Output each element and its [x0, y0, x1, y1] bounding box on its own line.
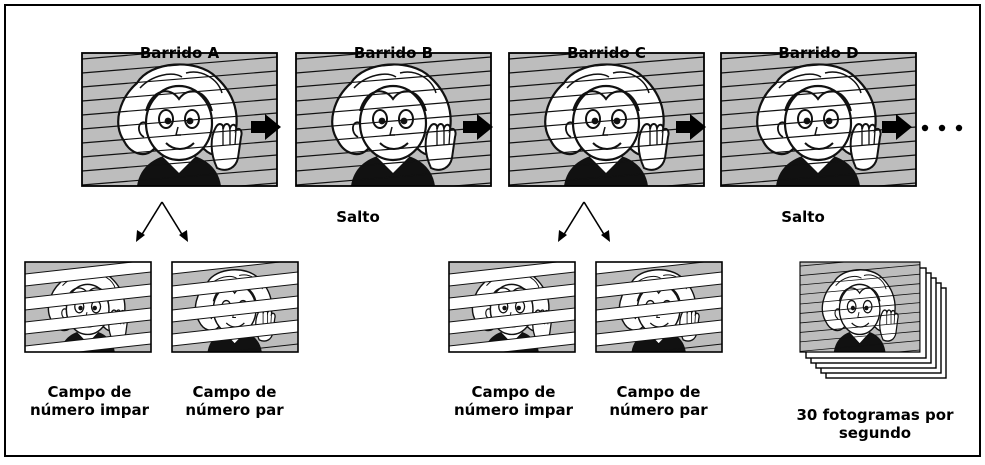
odd-field-a-picture — [25, 260, 151, 358]
even-field-c-picture — [596, 248, 722, 358]
scan-c-picture — [509, 43, 704, 199]
split-arrowheads-a — [136, 230, 188, 242]
odd-field-a-label-line2: número impar — [29, 401, 150, 419]
even-field-a-label: Campo de número par — [167, 383, 302, 419]
frame-stack — [800, 255, 947, 379]
split-arrows-a — [140, 201, 184, 237]
scan-a-label: Barrido A — [139, 44, 220, 62]
outer-border — [4, 4, 981, 457]
even-field-c-label-line1: Campo de — [616, 383, 701, 401]
even-field-a-picture — [172, 248, 298, 358]
even-field-c-label-line2: número par — [609, 401, 708, 419]
ellipsis-dots — [921, 124, 963, 132]
frames-per-second-label: 30 fotogramas por segundo — [790, 406, 960, 442]
odd-field-c-label-line2: número impar — [453, 401, 574, 419]
split-arrows-c — [562, 201, 606, 237]
odd-field-c-picture — [449, 260, 575, 358]
scan-b-picture — [296, 43, 491, 199]
frames-label-line2: segundo — [838, 424, 912, 442]
odd-field-a-label: Campo de número impar — [22, 383, 157, 419]
skip-label-d: Salto — [781, 208, 825, 226]
odd-field-a-label-line1: Campo de — [47, 383, 132, 401]
split-arrowheads-c — [558, 230, 610, 242]
skip-label-b: Salto — [336, 208, 380, 226]
scan-c-label: Barrido C — [567, 44, 646, 62]
even-field-a-label-line2: número par — [185, 401, 284, 419]
odd-field-c-label-line1: Campo de — [471, 383, 556, 401]
scan-d-label: Barrido D — [778, 44, 859, 62]
scan-b-label: Barrido B — [353, 44, 434, 62]
odd-field-c-label: Campo de número impar — [446, 383, 581, 419]
frames-label-line1: 30 fotogramas por — [796, 406, 954, 424]
scan-a-picture — [82, 43, 277, 199]
even-field-c-label: Campo de número par — [591, 383, 726, 419]
even-field-a-label-line1: Campo de — [192, 383, 277, 401]
